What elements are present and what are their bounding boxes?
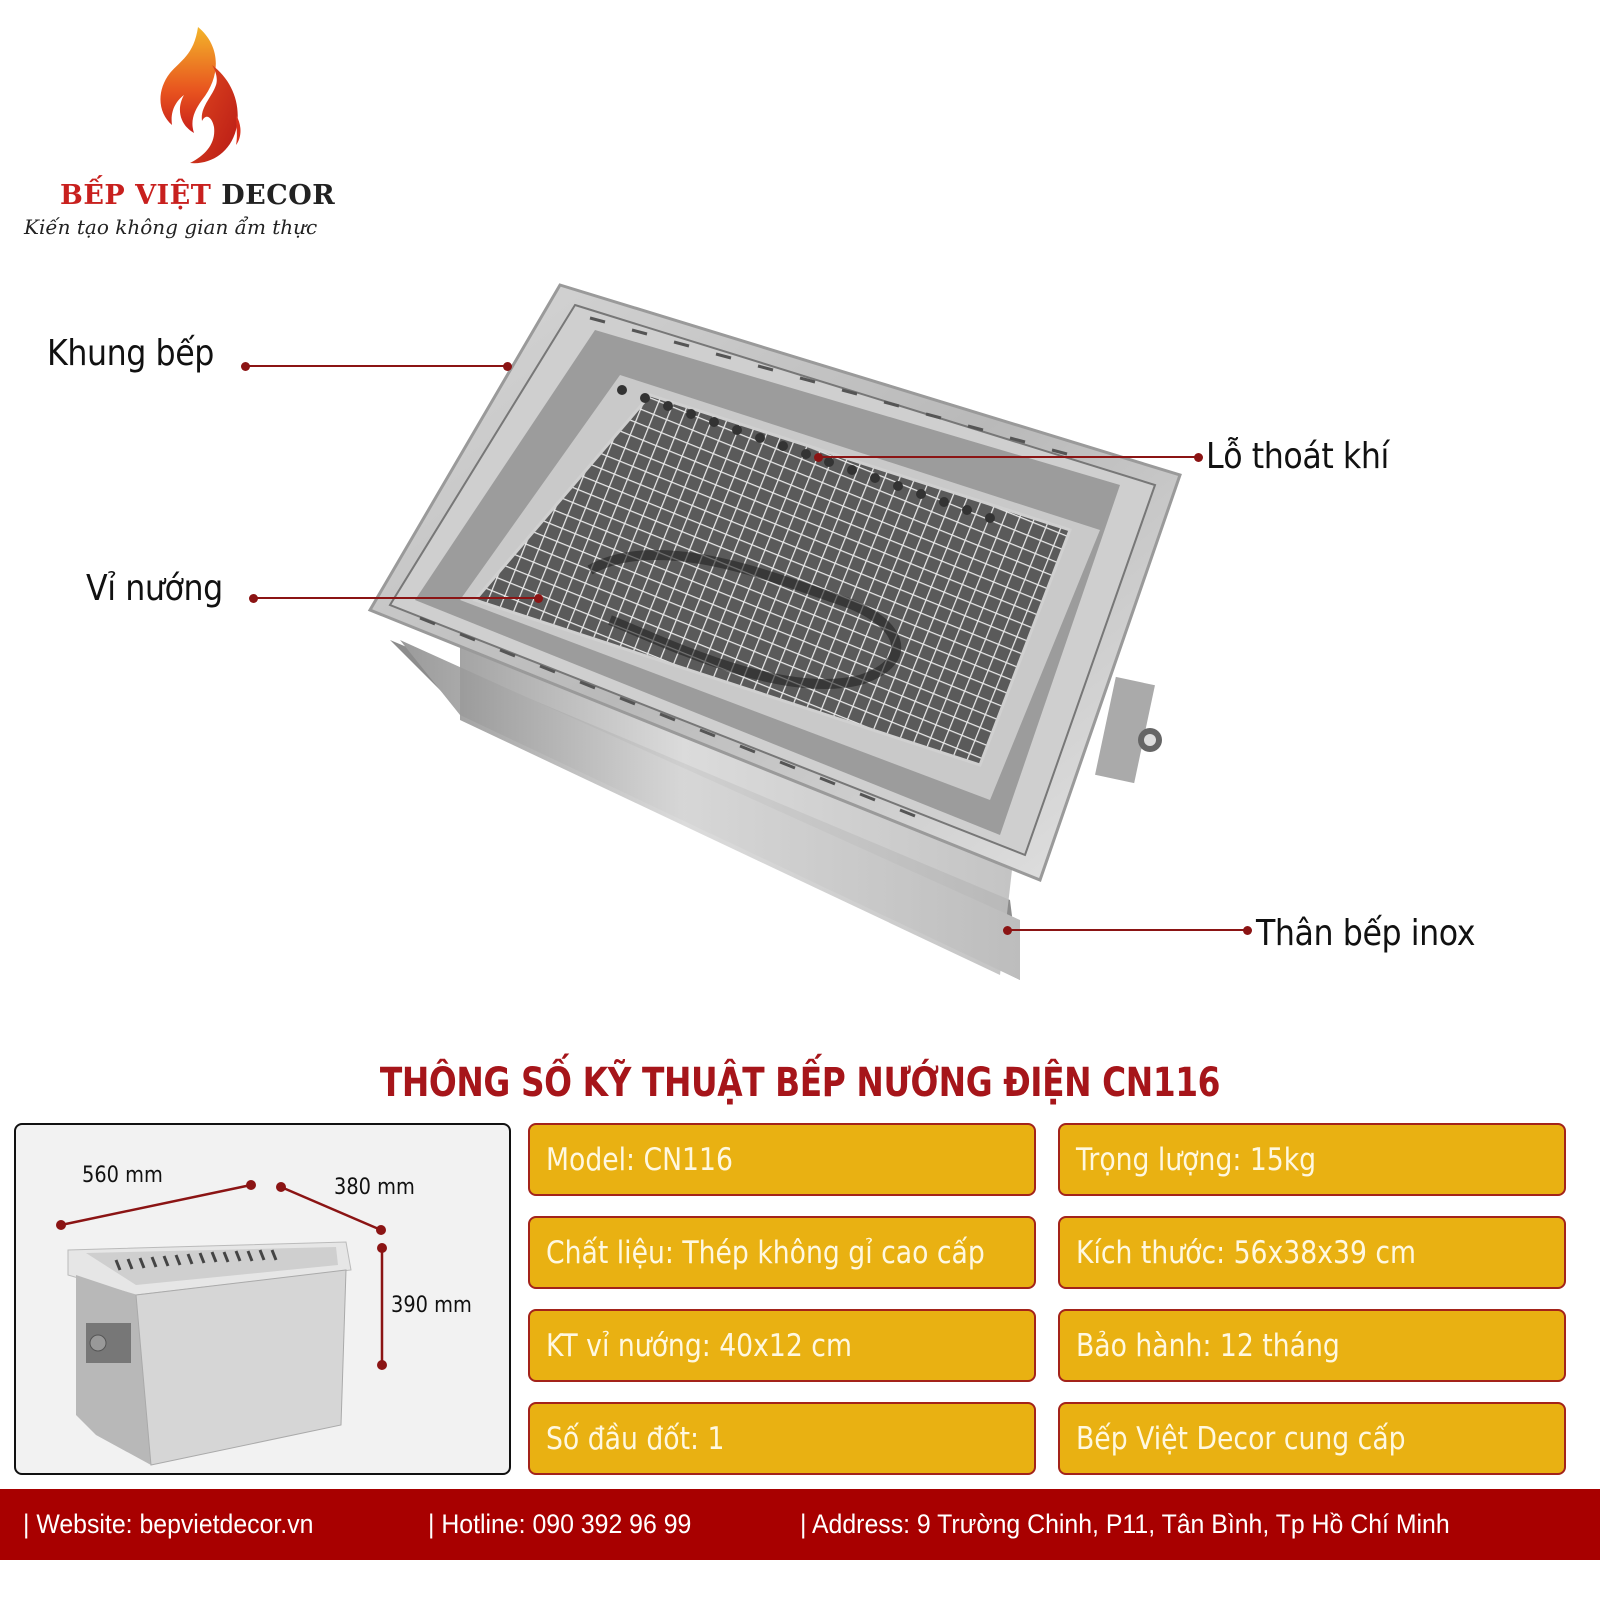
spec-weight: Trọng lượng: 15kg [1058,1123,1566,1196]
callout-label-frame: Khung bếp [47,333,214,374]
callout-dot [503,362,512,371]
callout-dot [1194,453,1203,462]
brand-name: BẾP VIỆT DECOR [60,180,336,211]
brand-tagline: Kiến tạo không gian ẩm thực [24,215,318,239]
footer-website-link[interactable]: | Website: bepvietdecor.vn [23,1509,314,1539]
spec-model: Model: CN116 [528,1123,1036,1196]
dimension-height: 390 mm [391,1293,472,1318]
contact-footer: | Website: bepvietdecor.vn | Hotline: 09… [0,1489,1600,1560]
dimension-width: 560 mm [82,1163,163,1188]
footer-address: | Address: 9 Trường Chinh, P11, Tân Bình… [800,1509,1450,1539]
spec-warranty: Bảo hành: 12 tháng [1058,1309,1566,1382]
callout-dot [534,594,543,603]
flame-icon [160,27,241,164]
dimension-product-image [56,1180,387,1466]
dimension-depth: 380 mm [334,1175,415,1200]
callout-label-body: Thân bếp inox [1256,913,1476,954]
spec-grill-size: KT vỉ nướng: 40x12 cm [528,1309,1036,1382]
callout-dot [1243,926,1252,935]
spec-section-title: THÔNG SỐ KỸ THUẬT BẾP NƯỚNG ĐIỆN CN116 [379,1060,1221,1106]
footer-hotline-link[interactable]: | Hotline: 090 392 96 99 [428,1509,692,1539]
dimension-diagram: 560 mm 380 mm 390 mm [14,1123,511,1475]
callout-line-frame [245,365,507,367]
callout-line-grill [253,597,538,599]
spec-dimensions: Kích thước: 56x38x39 cm [1058,1216,1566,1289]
product-image-grill [367,283,1182,980]
callout-line-body [1007,929,1247,931]
spec-material: Chất liệu: Thép không gỉ cao cấp [528,1216,1036,1289]
callout-label-grill: Vỉ nướng [86,568,223,609]
spec-burners: Số đầu đốt: 1 [528,1402,1036,1475]
callout-label-vent: Lỗ thoát khí [1206,436,1389,477]
brand-logo: BẾP VIỆT DECOR Kiến tạo không gian ẩm th… [20,20,340,239]
spec-supplier: Bếp Việt Decor cung cấp [1058,1402,1566,1475]
callout-line-vent [818,456,1198,458]
